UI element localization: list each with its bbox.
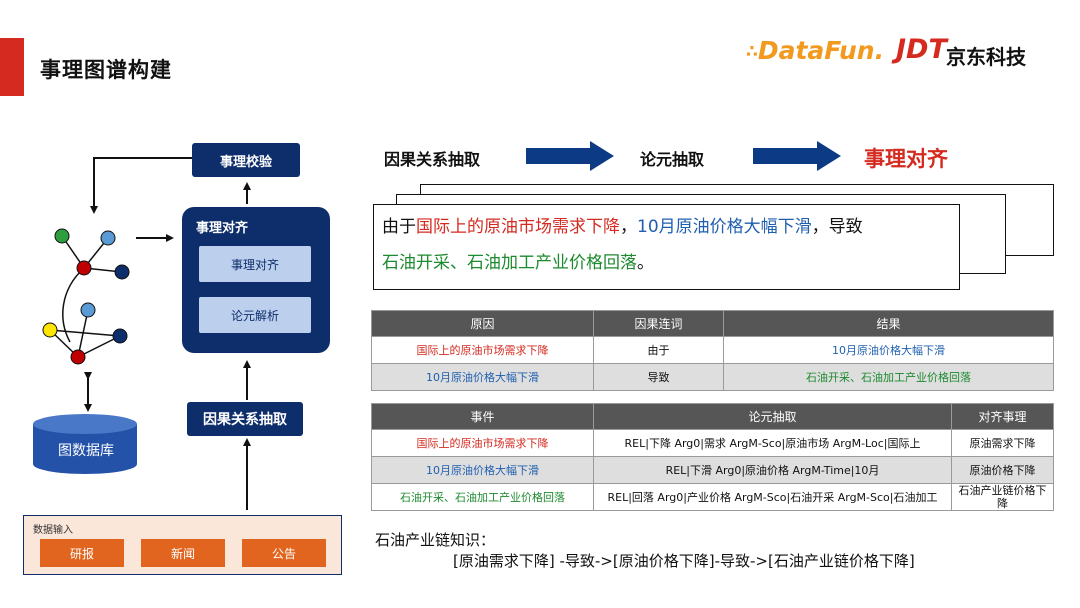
aligned-cell: 原油需求下降: [951, 429, 1054, 457]
database-label: 图数据库: [58, 443, 114, 459]
argument-parse-item[interactable]: 论元解析: [199, 297, 311, 333]
input-announcement[interactable]: 公告: [242, 539, 326, 567]
cause-cell: 10月原油价格大幅下滑: [371, 363, 594, 391]
table-row: 10月原油价格大幅下滑 REL|下滑 Arg0|原油价格 ArgM-Time|1…: [371, 456, 1054, 484]
jdt-logo-text: 京东科技: [946, 45, 1026, 69]
jdt-logo: JDT: [896, 34, 947, 65]
connective-cell: 导致: [593, 363, 724, 391]
flow-arrow-2: [753, 141, 841, 171]
example-sentence: 由于国际上的原油市场需求下降，10月原油价格大幅下滑，导致石油开采、石油加工产业…: [382, 217, 863, 273]
knowledge-label: 石油产业链知识：: [375, 531, 496, 549]
flow-step-event-alignment: 事理对齐: [864, 147, 948, 171]
database-cylinder-icon: [33, 414, 137, 474]
connective-cell: 由于: [593, 336, 724, 364]
aligned-cell: 原油价格下降: [951, 456, 1054, 484]
table-row: 石油开采、石油加工产业价格回落 REL|回落 Arg0|产业价格 ArgM-Sc…: [371, 483, 1054, 511]
table-row: 国际上的原油市场需求下降 REL|下降 Arg0|需求 ArgM-Sco|原油市…: [371, 429, 1054, 457]
effect-cell: 10月原油价格大幅下滑: [723, 336, 1054, 364]
sheet-front: [373, 204, 960, 290]
flow-step-argument-extract: 论元抽取: [640, 150, 705, 169]
verify-button[interactable]: 事理校验: [192, 143, 300, 177]
effect-cell: 石油开采、石油加工产业价格回落: [723, 363, 1054, 391]
col-aligned: 对齐事理: [951, 403, 1054, 430]
data-input-label: 数据输入: [33, 525, 73, 536]
knowledge-chain: [原油需求下降] -导致->[原油价格下降]-导致->[石油产业链价格下降]: [453, 552, 915, 570]
input-news[interactable]: 新闻: [141, 539, 225, 567]
alignment-item[interactable]: 事理对齐: [199, 246, 311, 282]
flow-step-causal-extract: 因果关系抽取: [384, 150, 481, 169]
alignment-panel-title: 事理对齐: [196, 221, 249, 236]
causal-table: 原因 因果连词 结果 国际上的原油市场需求下降 由于 10月原油价格大幅下滑 1…: [371, 310, 1054, 391]
argument-cell: REL|下滑 Arg0|原油价格 ArgM-Time|10月: [593, 456, 952, 484]
causal-extract-button[interactable]: 因果关系抽取: [187, 402, 303, 436]
cause-cell: 国际上的原油市场需求下降: [371, 336, 594, 364]
page-title: 事理图谱构建: [40, 58, 172, 82]
argument-table: 事件 论元抽取 对齐事理 国际上的原油市场需求下降 REL|下降 Arg0|需求…: [371, 403, 1054, 511]
header-accent-bar: [0, 38, 24, 96]
argument-cell: REL|下降 Arg0|需求 ArgM-Sco|原油市场 ArgM-Loc|国际…: [593, 429, 952, 457]
event-cell: 石油开采、石油加工产业价格回落: [371, 483, 594, 511]
argument-table-header: 事件 论元抽取 对齐事理: [371, 403, 1054, 430]
aligned-cell: 石油产业链价格下降: [951, 483, 1054, 511]
causal-table-header: 原因 因果连词 结果: [371, 310, 1054, 337]
event-cell: 国际上的原油市场需求下降: [371, 429, 594, 457]
event-cell: 10月原油价格大幅下滑: [371, 456, 594, 484]
flow-arrow-1: [526, 141, 614, 171]
knowledge-graph-icon: [42, 228, 130, 365]
col-event: 事件: [371, 403, 594, 430]
col-argument: 论元抽取: [593, 403, 952, 430]
input-research-report[interactable]: 研报: [40, 539, 124, 567]
argument-cell: REL|回落 Arg0|产业价格 ArgM-Sco|石油开采 ArgM-Sco|…: [593, 483, 952, 511]
table-row: 10月原油价格大幅下滑 导致 石油开采、石油加工产业价格回落: [371, 363, 1054, 391]
col-cause: 原因: [371, 310, 594, 337]
datafun-logo: ∴DataFun.: [746, 36, 885, 65]
col-effect: 结果: [723, 310, 1054, 337]
table-row: 国际上的原油市场需求下降 由于 10月原油价格大幅下滑: [371, 336, 1054, 364]
col-connective: 因果连词: [593, 310, 724, 337]
